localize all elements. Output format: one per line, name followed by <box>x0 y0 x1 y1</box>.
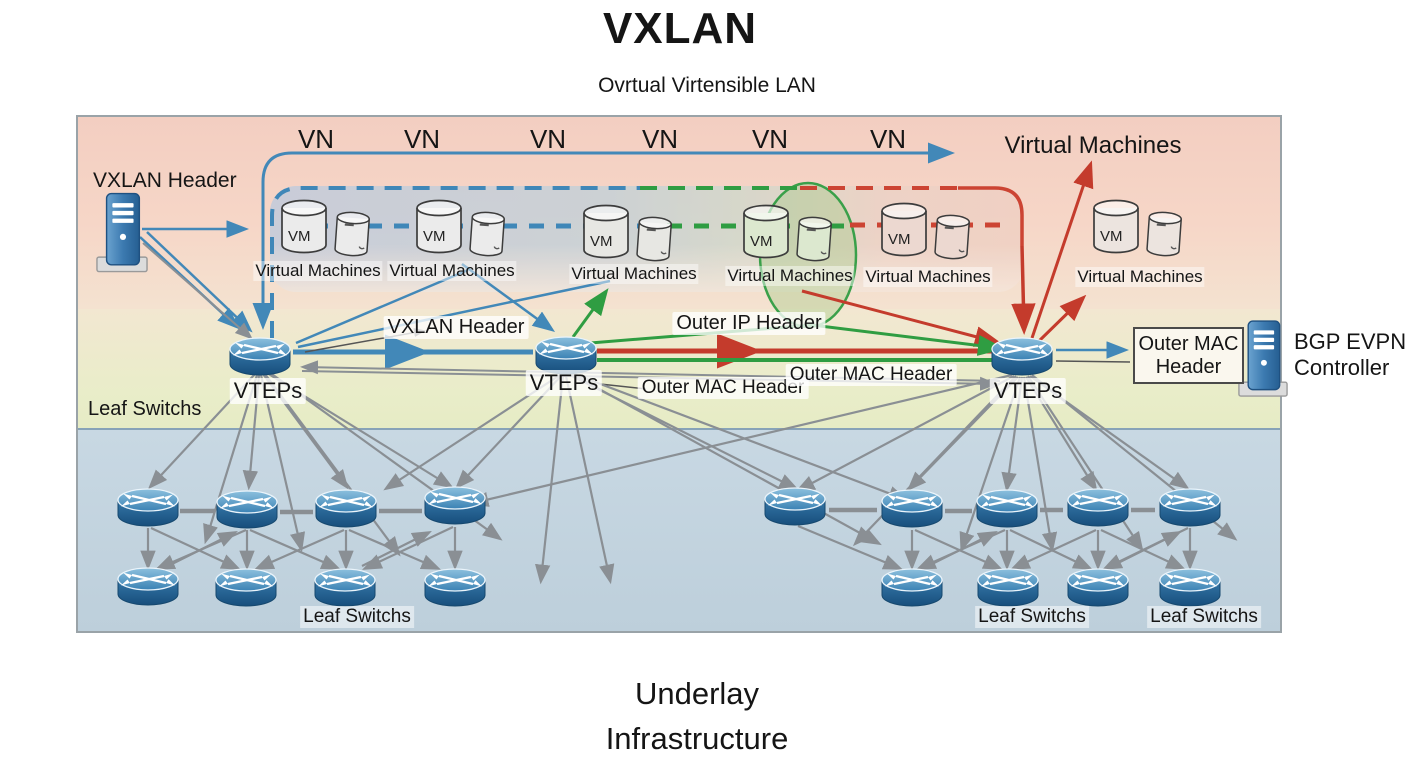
vm-group-caption: Virtual Machines <box>1075 267 1205 287</box>
vtep-label: VTEPs <box>525 370 603 396</box>
bgp-line1: BGP EVPN <box>1294 329 1407 354</box>
vtep-switch-icon <box>228 336 292 377</box>
leaf-switches-caption: Leaf Switchs <box>300 606 414 628</box>
vm-label: VM <box>750 233 773 250</box>
leaf-switches-left-label: Leaf Switchs <box>88 398 202 420</box>
bgp-controller-server-icon <box>1238 320 1288 397</box>
red-links <box>597 160 1094 369</box>
outer-mac-header-label: Outer MAC Header <box>785 364 957 386</box>
vtep-fan-lines <box>148 371 1238 585</box>
vtep-label: VTEPs <box>989 378 1067 404</box>
vn-label: VN <box>529 124 567 154</box>
outer-mac-header-box: Outer MAC Header <box>1133 327 1244 384</box>
vm-group-caption: Virtual Machines <box>253 261 383 281</box>
vm-group-caption: Virtual Machines <box>725 266 855 286</box>
page-subtitle: Ovrtual Virtensible LAN <box>598 74 816 97</box>
vtep-switch-icon <box>990 336 1054 377</box>
underlay-line1: Underlay <box>634 676 760 711</box>
vm-group-caption: Virtual Machines <box>387 261 517 281</box>
underlay-infrastructure-label: Underlay Infrastructure <box>606 672 789 762</box>
outer-mac-box-line1: Outer MAC <box>1138 332 1239 355</box>
vn-label: VN <box>869 124 907 154</box>
vxlan-source-server-icon <box>96 192 148 273</box>
vm-group-caption: Virtual Machines <box>863 267 993 287</box>
vn-label: VN <box>297 124 335 154</box>
virtual-machines-heading: Virtual Machines <box>1004 132 1182 159</box>
bgp-evpn-controller-label: BGP EVPN Controller <box>1294 329 1406 381</box>
leaf-switches-caption: Leaf Switchs <box>975 606 1089 628</box>
leaf-mesh-lines <box>140 507 1198 571</box>
outer-mac-box-line2: Header <box>1155 355 1222 378</box>
vtep-switch-icon <box>534 335 598 376</box>
vm-label: VM <box>1100 228 1123 245</box>
vm-cylinder-icons <box>281 199 1183 263</box>
vm-label: VM <box>590 233 613 250</box>
underlay-line2: Infrastructure <box>605 720 789 756</box>
vm-label: VM <box>888 231 911 248</box>
vm-label: VM <box>288 228 311 245</box>
vn-line <box>252 142 955 330</box>
vxlan-header-left-label: VXLAN Header <box>93 169 237 192</box>
vxlan-header-link-label: VXLAN Header <box>383 316 529 339</box>
vn-label: VN <box>403 124 441 154</box>
page-title: VXLAN <box>602 4 758 53</box>
vtep-label: VTEPs <box>229 378 307 404</box>
vn-label: VN <box>641 124 679 154</box>
outer-ip-header-label: Outer IP Header <box>672 312 826 335</box>
leaf-switches-caption: Leaf Switchs <box>1147 606 1261 628</box>
bgp-line2: Controller <box>1294 354 1390 380</box>
vm-group-caption: Virtual Machines <box>569 264 699 284</box>
outer-mac-header-label: Outer MAC Header <box>637 377 809 399</box>
vm-label: VM <box>423 228 446 245</box>
vn-label: VN <box>751 124 789 154</box>
leaf-switch-icons <box>116 485 1222 608</box>
